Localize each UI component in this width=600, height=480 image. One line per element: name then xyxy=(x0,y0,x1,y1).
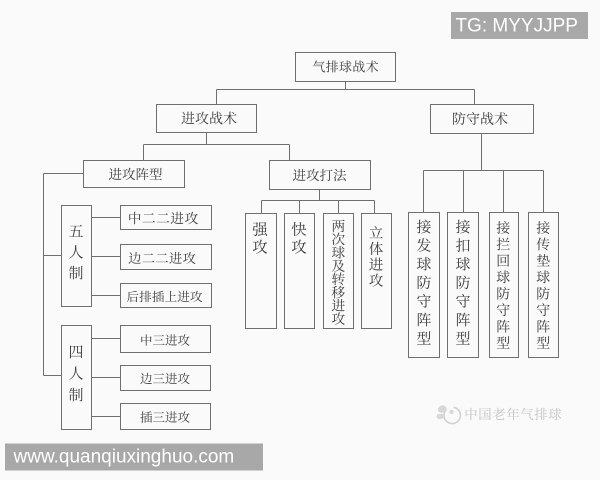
svg-text:TG: MYYJJPP: TG: MYYJJPP xyxy=(455,16,577,37)
svg-text:www.quanqiuxinghuo.com: www.quanqiuxinghuo.com xyxy=(13,447,235,468)
